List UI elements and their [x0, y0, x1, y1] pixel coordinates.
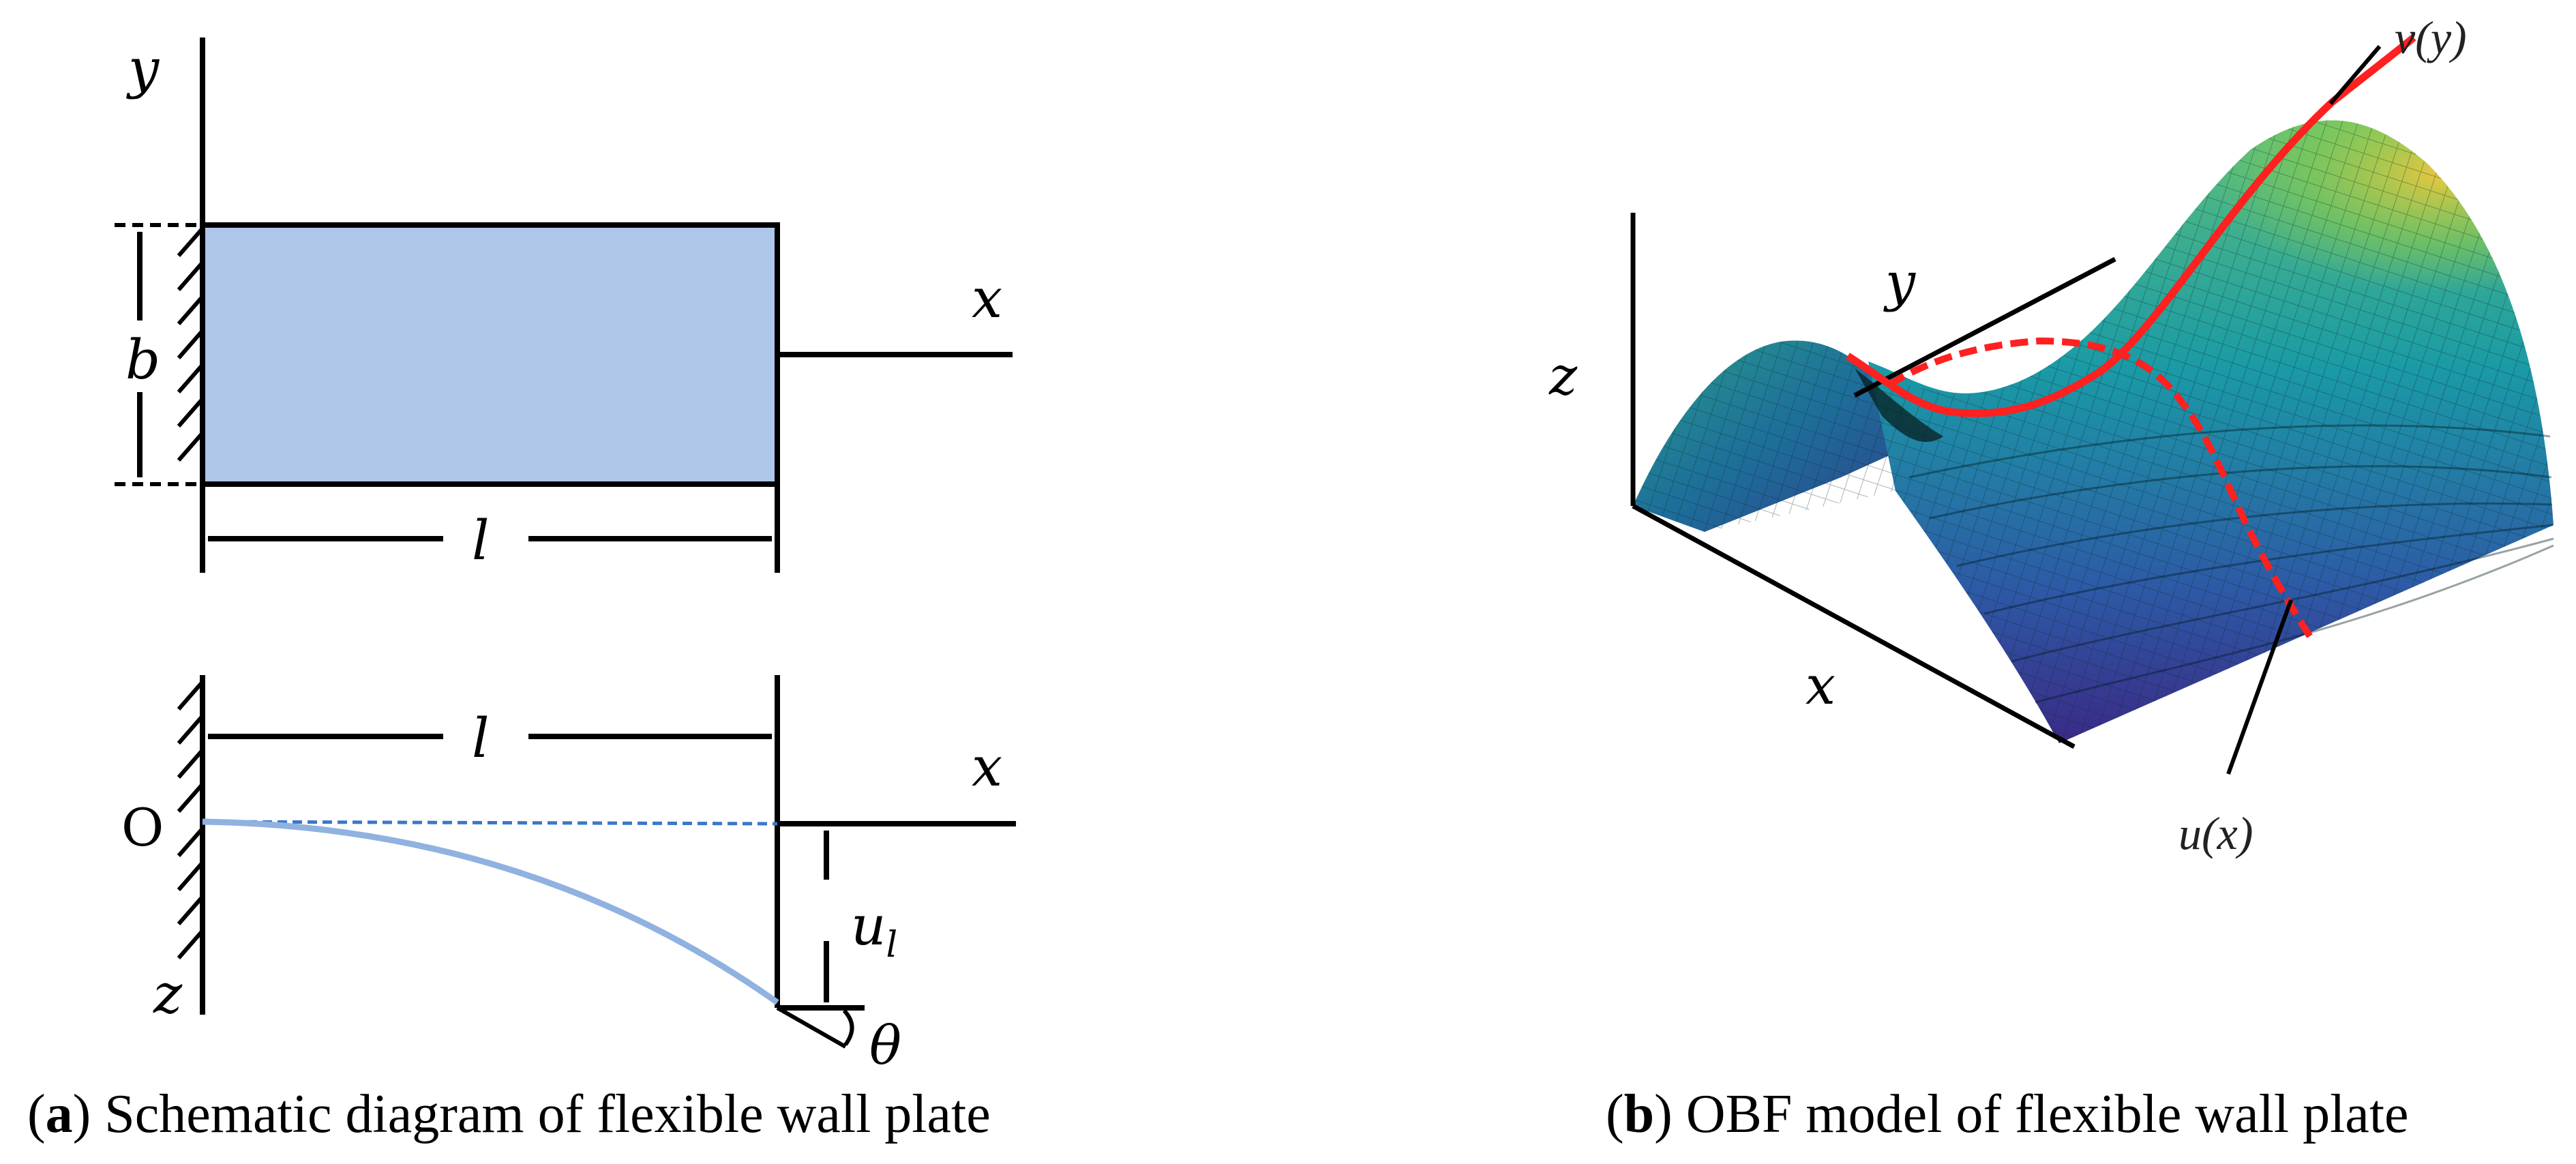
panel-b-3d-model: z x y v(y) u(x) [1548, 12, 2554, 859]
deflection-curve [202, 818, 779, 1005]
y-axis-label: y [126, 37, 160, 100]
clamp-hatching-side [177, 681, 205, 959]
v-label-leader [2328, 45, 2382, 105]
u-curve-label: u(x) [2178, 807, 2253, 859]
origin-label: O [121, 797, 164, 858]
length-label-top: l [472, 509, 490, 572]
u-label-leader [2226, 599, 2293, 775]
plate-rectangle [200, 222, 780, 487]
z-axis-label-3d: z [1548, 346, 1578, 407]
angle-label: θ [869, 1015, 901, 1077]
angle-arc [842, 1009, 854, 1046]
caption-b: (b) OBF model of flexible wall plate [1606, 1084, 2409, 1144]
mode-curve-u [1887, 337, 2316, 643]
surface-ridge-shadow [1855, 368, 1943, 443]
undeformed-reference-line [202, 820, 778, 826]
deflection-label: ul [851, 894, 897, 966]
deflection-subscript: l [886, 925, 898, 966]
length-label-side: l [472, 706, 490, 770]
x-axis-arrow-3d [1632, 503, 2076, 749]
y-axis-label-3d: y [1883, 252, 1916, 313]
x-axis-label-top: x [972, 267, 1002, 330]
caption-a: (a) Schematic diagram of flexible wall p… [27, 1084, 991, 1144]
v-curve-label: v(y) [2395, 12, 2467, 63]
clamp-hatching [177, 227, 205, 462]
tip-slope-line [776, 1006, 847, 1049]
panel-a-side-view: z O l x ul θ [121, 675, 1017, 1077]
y-axis-arrow-3d [1853, 256, 2116, 398]
width-label: b [125, 328, 160, 391]
z-axis-label: z [153, 962, 183, 1026]
x-axis-label-3d: x [1806, 655, 1836, 717]
panel-a-top-view: y b x l [115, 37, 1013, 573]
surface-mesh [1633, 120, 2553, 743]
x-axis-label-side: x [972, 735, 1002, 799]
